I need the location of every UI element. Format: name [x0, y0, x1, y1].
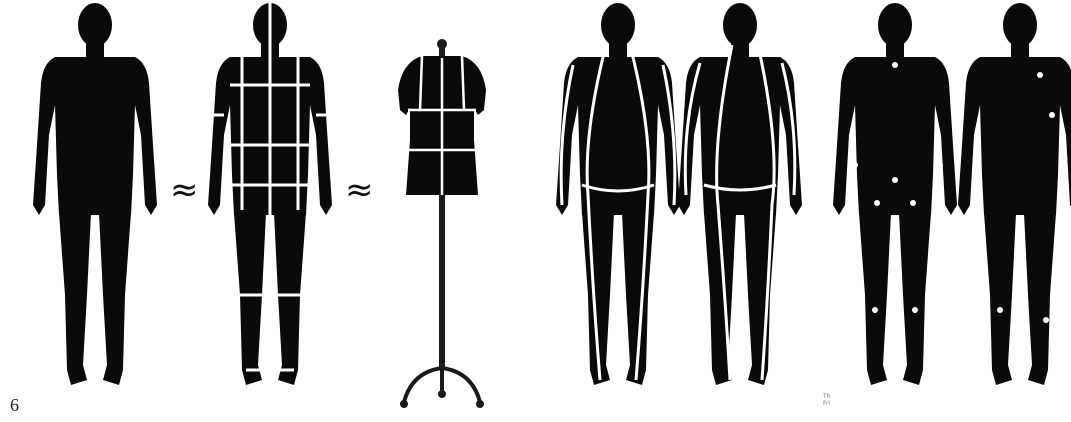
corner-note: Th Fri [823, 393, 830, 407]
body-figure-plain [33, 3, 157, 385]
page-number: 6 [10, 395, 19, 416]
approx-symbol-1: ≈ [170, 170, 199, 210]
body-figure-curves-side [678, 3, 802, 385]
corner-note-line-2: Fri [823, 400, 830, 407]
corner-note-line-1: Th [823, 393, 830, 400]
body-figure-curves-front [556, 3, 680, 385]
dress-form-mannequin [398, 39, 486, 408]
body-figure-markers-side [958, 3, 1071, 385]
body-figure-grid [208, 3, 332, 385]
approx-symbol-2: ≈ [345, 170, 374, 210]
body-figure-markers-front [833, 3, 957, 385]
